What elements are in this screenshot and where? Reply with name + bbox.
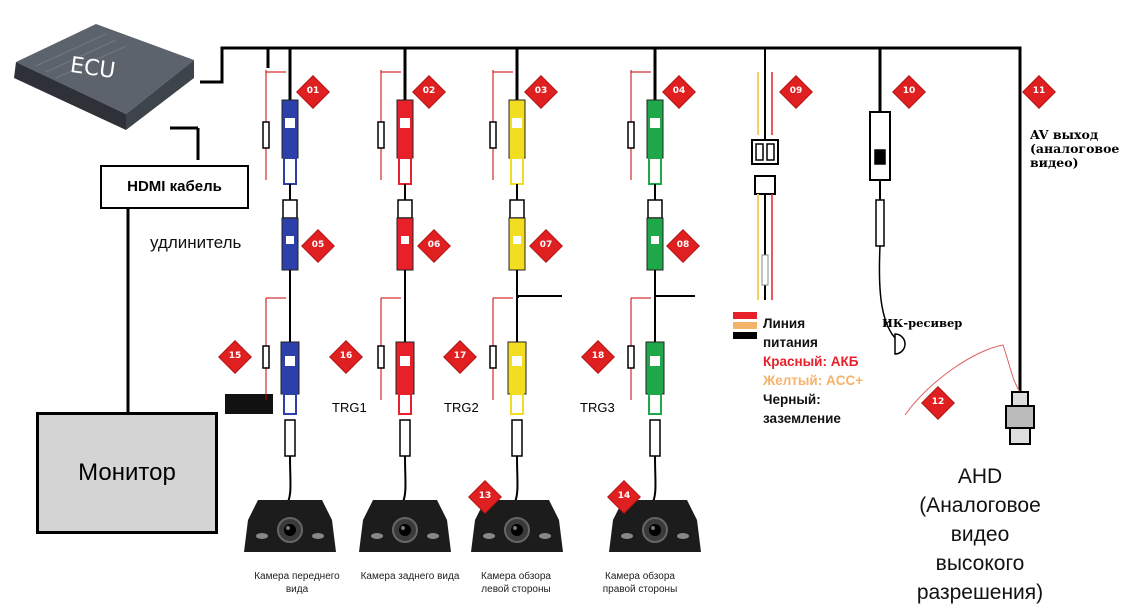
badge-17: 17: [444, 341, 476, 373]
monitor-label: Монитор: [78, 459, 176, 486]
camera-left-icon: [471, 500, 563, 552]
power-title-1: Линия: [763, 316, 806, 331]
camera-column-right: [609, 48, 701, 552]
badge-05: 05: [302, 230, 334, 262]
trigger-label-2: TRG2: [444, 400, 479, 415]
camera-caption-left: Камера обзора левой стороны: [481, 571, 551, 595]
badge-16: 16: [330, 341, 362, 373]
power-title-2: питания: [763, 335, 818, 350]
ir-receiver-label: ИК-ресивер: [882, 316, 963, 330]
badge-14: 14: [608, 481, 640, 513]
trigger-label-1: TRG1: [332, 400, 367, 415]
camera-front-icon: [244, 500, 336, 552]
badge-02: 02: [413, 76, 445, 108]
camera-caption-right: Камера обзора правой стороны: [602, 571, 678, 595]
power-black-2: заземление: [763, 411, 841, 426]
trigger-label-3: TRG3: [580, 400, 615, 415]
badge-18: 18: [582, 341, 614, 373]
badge-10: 10: [893, 76, 925, 108]
monitor-box: Монитор: [36, 412, 218, 534]
ecu-device: ECU: [6, 22, 198, 134]
ir-receiver: [869, 111, 906, 355]
badge-08: 08: [667, 230, 699, 262]
camera-caption-front: Камера переднего вида: [254, 571, 340, 595]
main-bus: [126, 46, 1022, 412]
badge-09: 09: [780, 76, 812, 108]
badge-01: 01: [297, 76, 329, 108]
badge-06: 06: [418, 230, 450, 262]
av-output-label: AV выход (аналоговое видео): [1030, 127, 1120, 170]
power-red: Красный: АКБ: [763, 354, 859, 369]
power-legend-text: Линия питания Красный: АКБ Желтый: ACC+ …: [763, 314, 863, 428]
badge-15: 15: [219, 341, 251, 373]
camera-column-left: [471, 48, 563, 552]
camera-column-rear: [359, 48, 451, 552]
ahd-label: AHD (Аналоговое видео высокого разрешени…: [916, 465, 1044, 604]
ahd-connector: [904, 344, 1035, 445]
camera-column-front: [244, 48, 336, 552]
camera-right-icon: [609, 500, 701, 552]
badge-13: 13: [469, 481, 501, 513]
badge-04: 04: [663, 76, 695, 108]
extension-label: удлинитель: [150, 233, 242, 252]
badge-11: 11: [1023, 76, 1055, 108]
hdmi-cable-box: HDMI кабель: [100, 165, 249, 209]
camera-caption-rear: Камера заднего вида: [360, 571, 460, 582]
power-connector: [751, 48, 779, 300]
badge-03: 03: [525, 76, 557, 108]
power-legend: [733, 312, 757, 339]
power-yellow: Желтый: ACC+: [763, 373, 864, 388]
hdmi-label: HDMI кабель: [127, 178, 222, 195]
badge-07: 07: [530, 230, 562, 262]
power-black-1: Черный:: [763, 392, 821, 407]
camera-rear-icon: [359, 500, 451, 552]
badge-12: 12: [922, 387, 954, 419]
